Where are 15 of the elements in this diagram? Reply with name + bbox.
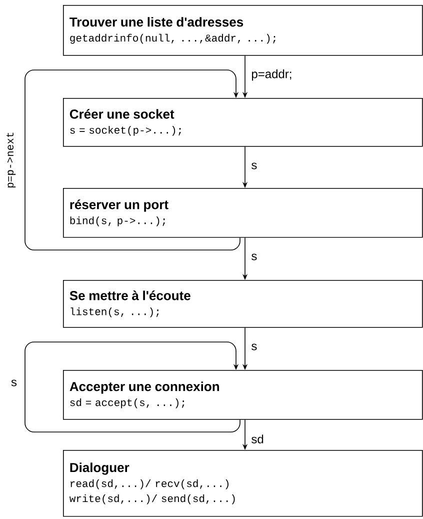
process-box: Créer une socket s = socket(p->...); [63, 98, 423, 147]
edge-label: s [250, 252, 258, 262]
edge-label: s [10, 378, 18, 388]
loop-arrow [24, 70, 240, 250]
edge-label: p=addr; [250, 68, 294, 82]
process-box: Trouver une liste d'adresses getaddrinfo(null, ...,&addr, ...); [63, 5, 423, 56]
process-box: réserver un port bind(s, p->...); [63, 188, 423, 238]
edge-label: p=p->next [5, 130, 17, 190]
edge-label: s [250, 342, 258, 352]
process-box: Dialoguer read(sd,...)/ recv(sd,...) write(sd,...)/ send(sd,...) [63, 450, 423, 517]
process-box: Se mettre à l'écoute listen(s, ...); [63, 280, 423, 328]
edge-label: s [250, 162, 258, 170]
process-box: Accepter une connexion sd = accept(s, ...); [63, 370, 423, 420]
loop-arrow [24, 342, 240, 432]
edge-label: sd [250, 434, 265, 444]
